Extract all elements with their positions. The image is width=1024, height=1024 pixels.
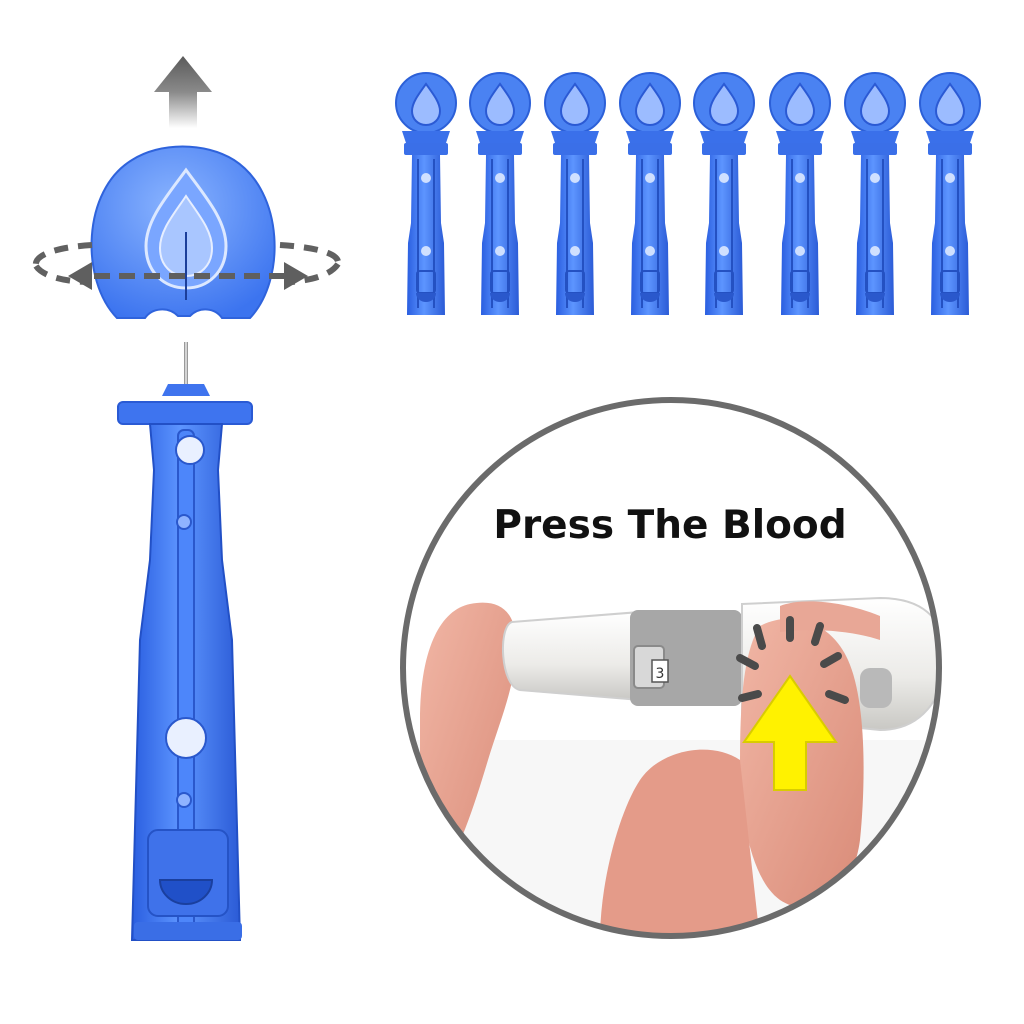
lancet-5	[693, 72, 755, 316]
lancet-3	[544, 72, 606, 316]
lancet-cap	[90, 145, 276, 319]
caption-press-the-blood: Press The Blood	[493, 503, 847, 548]
lancet-2	[469, 72, 531, 316]
lancet-body	[117, 342, 253, 941]
lancet-4	[619, 72, 681, 316]
upward-arrow-icon	[154, 56, 212, 128]
lancet-row	[395, 72, 981, 316]
usage-photo: 3	[400, 397, 942, 939]
lancet-6	[769, 72, 831, 316]
lancet-8	[919, 72, 981, 316]
pen-depth-digit: 3	[656, 666, 665, 682]
press-indicator-icon	[736, 616, 849, 791]
lancet-1	[395, 72, 457, 316]
lancet-7	[844, 72, 906, 316]
rotation-arrows-icon	[32, 242, 342, 290]
